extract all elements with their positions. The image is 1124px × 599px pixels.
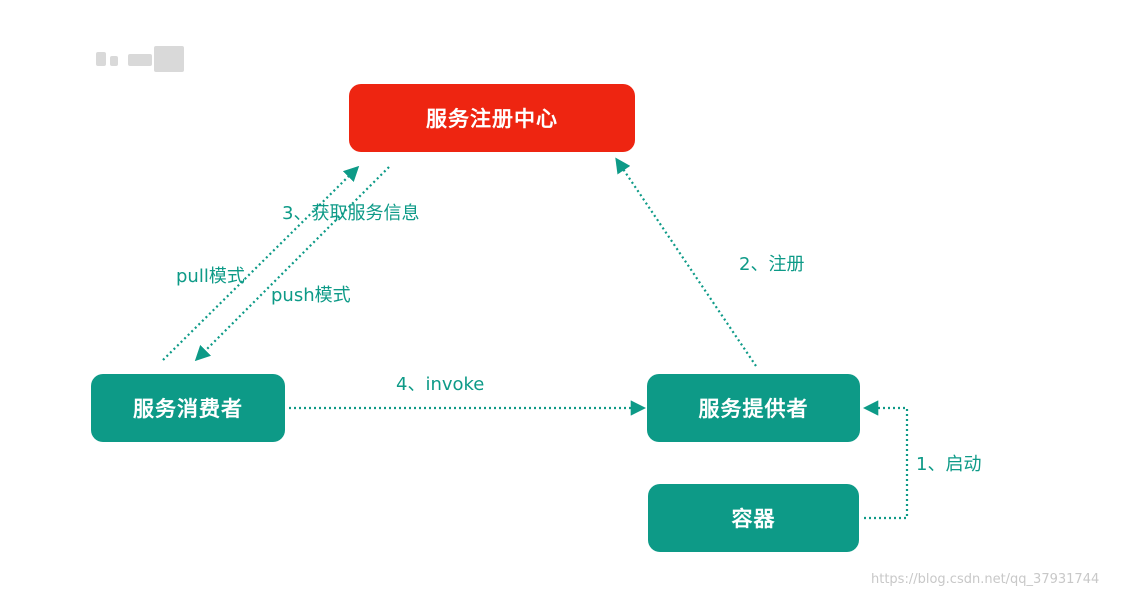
service-provider-node: 服务提供者 — [647, 374, 860, 442]
step2-label: 2、注册 — [739, 254, 805, 275]
blurred-logo — [96, 44, 188, 74]
arrow-register — [615, 157, 757, 367]
watermark: https://blog.csdn.net/qq_37931744 — [871, 572, 1100, 587]
pull-mode-label: pull模式 — [176, 266, 245, 287]
step1-label: 1、启动 — [916, 454, 982, 475]
service-registry-label: 服务注册中心 — [426, 107, 558, 131]
service-consumer-node: 服务消费者 — [91, 374, 285, 442]
service-provider-label: 服务提供者 — [698, 397, 809, 421]
push-mode-label: push模式 — [271, 285, 351, 306]
container-label: 容器 — [731, 507, 776, 531]
arrow-start — [862, 400, 909, 520]
arrow-pull — [162, 165, 360, 361]
container-node: 容器 — [648, 484, 859, 552]
service-registry-node: 服务注册中心 — [349, 84, 635, 152]
step4-label: 4、invoke — [396, 374, 485, 395]
service-consumer-label: 服务消费者 — [133, 397, 243, 421]
arrow-push — [194, 166, 390, 362]
step3-label: 3、获取服务信息 — [282, 203, 420, 224]
